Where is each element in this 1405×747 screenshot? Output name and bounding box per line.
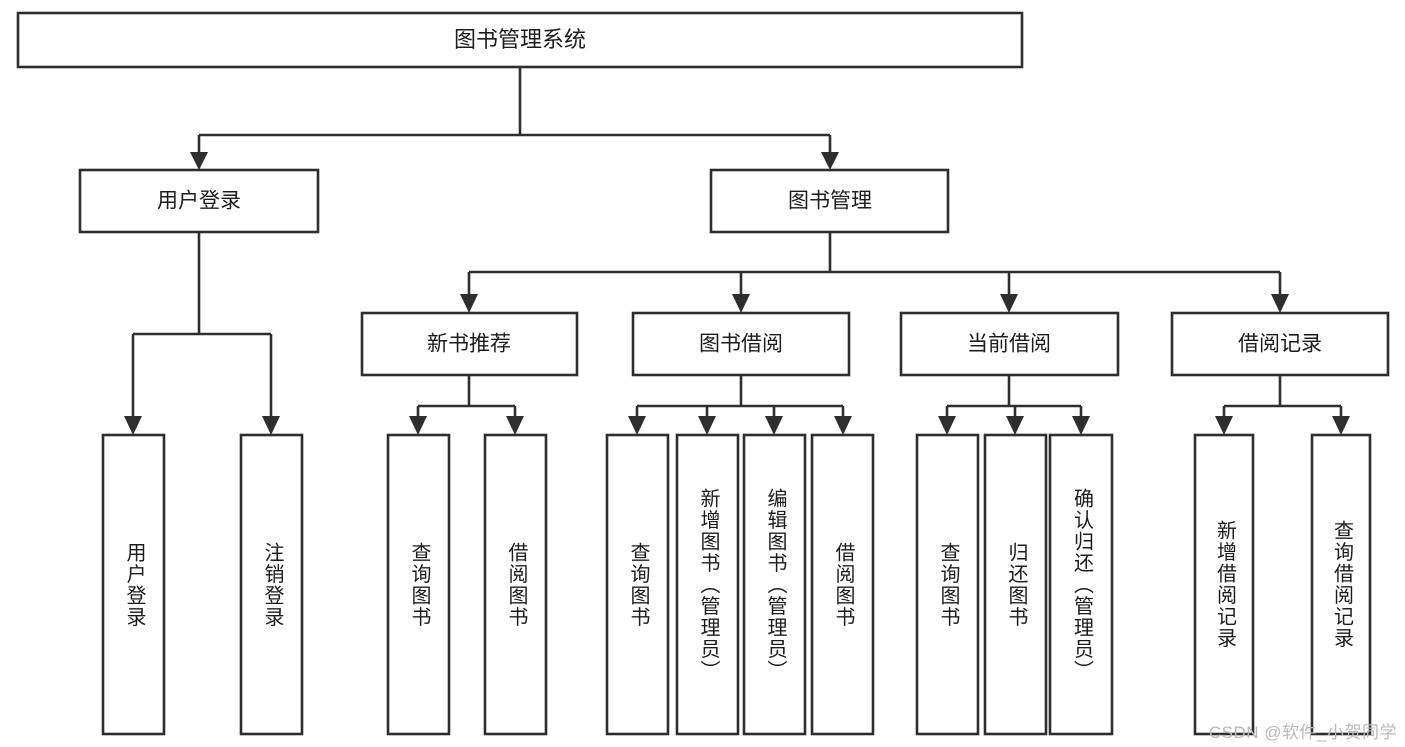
leaf-box-br-add-record[interactable] [1193, 433, 1255, 736]
arrowhead-cb-leaf-2 [1006, 416, 1024, 435]
leaf-box-bb-add-book[interactable] [675, 433, 740, 736]
node-root-box[interactable] [16, 11, 1024, 69]
leaf-box-user-login[interactable] [101, 433, 166, 736]
arrowhead-br-leaf-2 [1332, 416, 1350, 435]
leaf-box-nbr-query-book[interactable] [386, 433, 451, 736]
arrowhead-nbr-leaf-1 [409, 416, 427, 435]
node-current-borrow-box[interactable] [899, 311, 1120, 377]
arrowhead-cb-leaf-3 [1072, 416, 1090, 435]
node-root-label: 图书管理系统 [454, 27, 586, 52]
node-user-login-label: 用户登录 [157, 190, 241, 213]
leaf-box-bb-query-book[interactable] [605, 433, 670, 736]
leaf-box-nbr-borrow-book[interactable] [483, 433, 548, 736]
connector-group-user-login [124, 232, 280, 435]
node-book-manage-box[interactable] [709, 168, 950, 234]
node-borrow-record[interactable]: 借阅记录 [1170, 311, 1390, 377]
arrowhead-leaf-logout [262, 416, 280, 435]
leaf-box-cb-query-book[interactable] [915, 433, 980, 736]
leaf-box-logout[interactable] [239, 433, 304, 736]
arrowhead-br-leaf-1 [1215, 416, 1233, 435]
arrowhead-current-borrow [1000, 294, 1018, 313]
connector-group-book-borrow [628, 375, 852, 435]
arrowhead-bb-leaf-2 [698, 416, 716, 435]
connector-group-current-borrow [938, 375, 1090, 435]
arrowhead-leaf-user-login [124, 416, 142, 435]
arrowhead-borrow-record [1271, 294, 1289, 313]
arrowhead-user-login [190, 152, 208, 170]
connector-group-borrow-record [1215, 375, 1350, 435]
node-new-book-recommend-label: 新书推荐 [427, 333, 511, 356]
node-book-manage[interactable]: 图书管理 [709, 168, 950, 234]
arrowhead-book-borrow [732, 294, 750, 313]
leaf-box-br-query-record[interactable] [1310, 433, 1372, 736]
node-user-login[interactable]: 用户登录 [78, 168, 320, 234]
arrowhead-new-book-recommend [460, 294, 478, 313]
arrowhead-bb-leaf-3 [765, 416, 783, 435]
leaf-box-cb-return-book[interactable] [983, 433, 1048, 736]
watermark-text: CSDN @软件_小贺同学 [1208, 723, 1397, 742]
node-current-borrow-label: 当前借阅 [967, 333, 1051, 356]
connector-group-book-manage [460, 232, 1289, 313]
node-new-book-recommend-box[interactable] [360, 311, 579, 377]
connector-group-new-book-recommend [409, 375, 524, 435]
node-new-book-recommend[interactable]: 新书推荐 [360, 311, 579, 377]
node-borrow-record-label: 借阅记录 [1238, 333, 1322, 356]
node-root[interactable]: 图书管理系统 [16, 11, 1024, 69]
arrowhead-bb-leaf-4 [834, 416, 852, 435]
connector-group-root [190, 67, 839, 170]
arrowhead-cb-leaf-1 [938, 416, 956, 435]
arrowhead-nbr-leaf-2 [506, 416, 524, 435]
leaf-box-bb-edit-book[interactable] [742, 433, 807, 736]
leaf-box-cb-confirm-return[interactable] [1048, 433, 1114, 736]
leaf-box-bb-borrow-book[interactable] [810, 433, 875, 736]
arrowhead-bb-leaf-1 [628, 416, 646, 435]
node-borrow-record-box[interactable] [1170, 311, 1390, 377]
arrowhead-book-manage [821, 152, 839, 170]
node-current-borrow[interactable]: 当前借阅 [899, 311, 1120, 377]
node-book-borrow-label: 图书借阅 [699, 333, 783, 356]
node-book-borrow-box[interactable] [631, 311, 851, 377]
node-book-borrow[interactable]: 图书借阅 [631, 311, 851, 377]
node-book-manage-label: 图书管理 [788, 190, 872, 213]
node-user-login-box[interactable] [78, 168, 320, 234]
